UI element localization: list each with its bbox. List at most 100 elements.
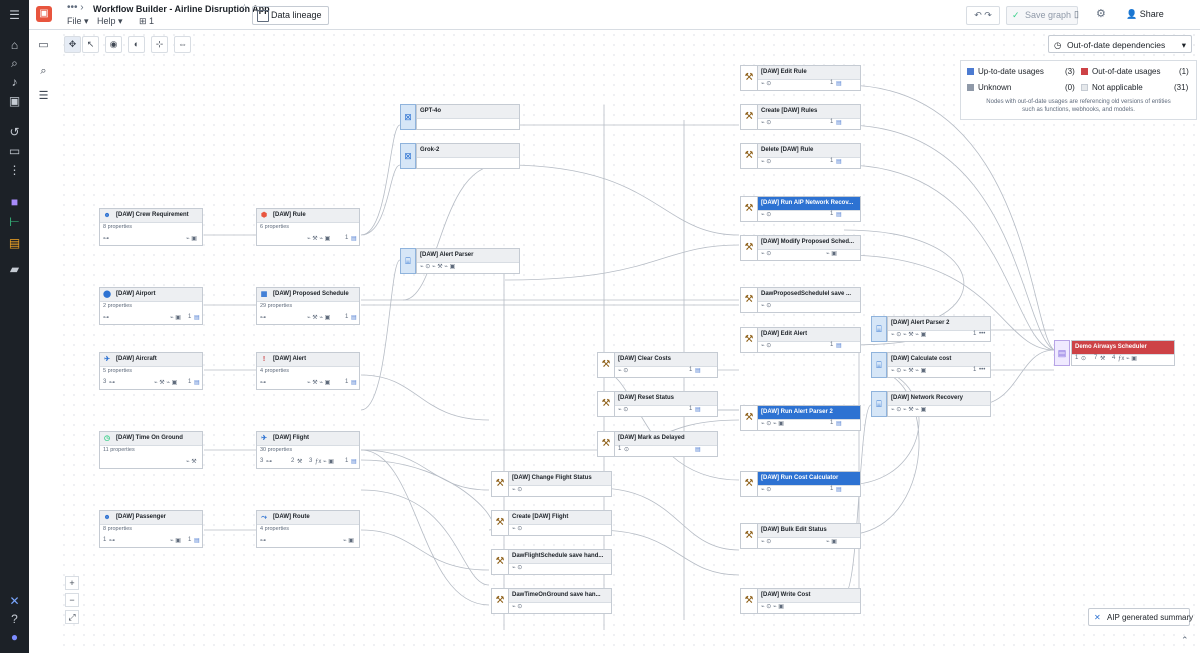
history-icon[interactable]: ↺ [9, 125, 20, 139]
node-count: 1 [689, 367, 693, 373]
action-node-time-on-ground-save[interactable]: DawTimeOnGround save han... ⌁ ⊙ [508, 588, 612, 614]
action-node-run-cost-calculator[interactable]: [DAW] Run Cost Calculator ⌁ ⊙1▤ [757, 471, 861, 497]
open-folder-icon[interactable]: ▰ [9, 262, 20, 276]
legend-unknown[interactable]: Unknown [967, 83, 1011, 92]
color-tool-button[interactable]: ◐ [128, 36, 145, 53]
object-node-proposed-schedule[interactable]: ▦[DAW] Proposed Schedule 29 properties ⊶… [256, 287, 360, 325]
object-node-rule[interactable]: ⬢[DAW] Rule 6 properties ⌁ ⚒ ⌁ ▣1▤ [256, 208, 360, 246]
delete-icon[interactable]: ▯ [1074, 9, 1079, 19]
node-count: 4 [1112, 355, 1116, 361]
workflow-builder-icon[interactable]: ▤ [8, 236, 21, 250]
aip-icon[interactable]: ✕ [9, 594, 20, 608]
folder-icon[interactable]: ▭ [8, 144, 21, 158]
layout-tool-button[interactable]: ⊹ [151, 36, 168, 53]
collapse-icon[interactable]: ⌃ [1181, 635, 1189, 645]
file-menu[interactable]: File ▾ [67, 16, 89, 26]
grid-icon[interactable]: ⋮ [8, 163, 21, 177]
link-icon: ⊶ [103, 315, 109, 321]
action-node-mark-as-delayed[interactable]: [DAW] Mark as Delayed 1⊙▤ [614, 431, 718, 457]
legend-out-of-date[interactable]: Out-of-date usages [1081, 67, 1160, 76]
action-node-modify-proposed-schedule[interactable]: [DAW] Modify Proposed Sched... ⌁ ⊙⌁ ▣ [757, 235, 861, 261]
object-node-passenger[interactable]: ☻[DAW] Passenger 8 properties 1⊶⌁ ▣1▤ [99, 510, 203, 548]
zoom-in-button[interactable]: + [65, 576, 79, 590]
action-node-clear-costs[interactable]: [DAW] Clear Costs ⌁ ⊙1▤ [614, 352, 718, 378]
select-tool-button[interactable]: ↖ [82, 36, 99, 53]
action-node-bulk-edit-status[interactable]: [DAW] Bulk Edit Status ⌁ ⊙⌁ ▣ [757, 523, 861, 549]
action-node-flight-schedule-save[interactable]: DawFlightSchedule save hand... ⌁ ⊙ [508, 549, 612, 575]
action-node-run-aip-network-recovery[interactable]: [DAW] Run AIP Network Recov... ⌁ ⊙1▤ [757, 196, 861, 222]
node-count: 1 [345, 314, 349, 320]
object-node-crew[interactable]: ☻[DAW] Crew Requirement 8 properties ⊶⌁ … [99, 208, 203, 246]
function-node-network-recovery[interactable]: [DAW] Network Recovery ⌁ ⊙ ⌁ ⚒ ⌁ ▣ [887, 391, 991, 417]
action-icon: ⚒ [491, 471, 509, 497]
function-node-calculate-cost[interactable]: [DAW] Calculate cost ⌁ ⊙ ⌁ ⚒ ⌁ ▣1••• [887, 352, 991, 378]
connect-tool-button[interactable]: ⇔ [174, 36, 191, 53]
model-node-grok[interactable]: Grok-2 [416, 143, 520, 169]
app-icon-purple[interactable]: ■ [10, 195, 19, 209]
star-icon[interactable]: ☆ [240, 3, 249, 14]
legend-up-to-date[interactable]: Up-to-date usages [967, 67, 1044, 76]
action-node-change-flight-status[interactable]: [DAW] Change Flight Status ⌁ ⊙ [508, 471, 612, 497]
undo-redo-group[interactable]: ↶ ↷ [966, 6, 1000, 25]
shield-icon: ⬢ [260, 212, 268, 219]
share-button[interactable]: 👤 Share [1126, 9, 1164, 19]
avatar[interactable]: ● [10, 630, 19, 644]
layout-icon[interactable]: ▭ [38, 39, 49, 51]
search-icon[interactable]: ⌕ [40, 65, 47, 77]
table-icon: ▤ [836, 487, 842, 493]
aip-summary-button[interactable]: ✕AIP generated summary [1088, 608, 1193, 626]
fit-view-button[interactable]: ⤢ [65, 610, 79, 624]
action-node-delete-rule[interactable]: Delete [DAW] Rule ⌁ ⊙1▤ [757, 143, 861, 169]
object-node-alert[interactable]: ![DAW] Alert 4 properties ⊶⌁ ⚒ ⌁ ▣1▤ [256, 352, 360, 390]
list-icon[interactable]: ☰ [38, 90, 49, 102]
focus-tool-button[interactable]: ◉ [105, 36, 122, 53]
function-node-alert-parser-2[interactable]: [DAW] Alert Parser 2 ⌁ ⊙ ⌁ ⚒ ⌁ ▣1••• [887, 316, 991, 342]
action-node-edit-alert[interactable]: [DAW] Edit Alert ⌁ ⊙1▤ [757, 327, 861, 353]
dependency-select[interactable]: ◷ Out-of-date dependencies ▾ [1048, 35, 1192, 53]
object-node-route[interactable]: ⤳[DAW] Route 4 properties ⊶⌁ ▣ [256, 510, 360, 548]
model-node-gpt[interactable]: GPT-4o [416, 104, 520, 130]
more-icon[interactable]: ••• › [67, 2, 84, 13]
person-icon: ☻ [103, 212, 111, 219]
action-node-proposed-schedule-save[interactable]: DawProposedScheduleI save ... ⌁ ⊙ [757, 287, 861, 313]
pin-icon: ⬤ [103, 291, 111, 298]
action-icon: ⌁ ⊙ [761, 159, 772, 165]
save-graph-button[interactable]: ✓Save graph [1006, 6, 1079, 25]
apps-icon[interactable]: ▣ [8, 94, 21, 108]
object-node-aircraft[interactable]: ✈[DAW] Aircraft 5 properties 3⊶⌁ ⚒ ⌁ ▣1▤ [99, 352, 203, 390]
graph-canvas[interactable]: ✥ ↖ ◉ ◐ ⊹ ⇔ ◷ Out-of-date dependencies ▾… [59, 30, 1200, 653]
action-icon: ⚒ [297, 459, 303, 465]
data-lineage-button[interactable]: Data lineage [252, 6, 329, 25]
object-node-time-on-ground[interactable]: ◷[DAW] Time On Ground 11 properties ⌁ ⚒ [99, 431, 203, 469]
search-icon[interactable]: ⌕ [11, 56, 18, 70]
action-icon: ⚒ [491, 510, 509, 536]
function-node-alert-parser[interactable]: [DAW] Alert Parser ⌁ ⊙ ⌁ ⚒ ⌁ ▣ [416, 248, 520, 274]
action-node-reset-status[interactable]: [DAW] Reset Status ⌁ ⊙1▤ [614, 391, 718, 417]
action-node-run-alert-parser-2[interactable]: [DAW] Run Alert Parser 2 ⌁ ⊙ ⌁ ▣1▤ [757, 405, 861, 431]
action-node-create-rules[interactable]: Create [DAW] Rules ⌁ ⊙1▤ [757, 104, 861, 130]
function-icon: ⌸ [871, 352, 887, 378]
action-icon: ⌁ ⊙ ⌁ ⚒ ⌁ ▣ [891, 368, 927, 374]
expand-icon[interactable]: ☰ [9, 8, 20, 22]
notifications-icon[interactable]: ♪ [11, 75, 18, 89]
action-icon: ⌁ ⊙ ⌁ ▣ [761, 421, 784, 427]
action-icon: ⌁ ⊙ [761, 251, 772, 257]
help-icon[interactable]: ? [11, 612, 18, 626]
help-menu[interactable]: Help ▾ [97, 16, 123, 26]
action-node-write-cost[interactable]: [DAW] Write Cost ⌁ ⊙ ⌁ ▣ [757, 588, 861, 614]
gear-icon[interactable]: ⚙ [1096, 8, 1106, 20]
action-node-create-flight[interactable]: Create [DAW] Flight ⌁ ⊙ [508, 510, 612, 536]
legend-not-applicable[interactable]: Not applicable [1081, 83, 1143, 92]
home-icon[interactable]: ⌂ [10, 38, 19, 52]
node-properties: 4 properties [260, 368, 290, 374]
action-node-edit-rule[interactable]: [DAW] Edit Rule ⌁ ⊙1▤ [757, 65, 861, 91]
object-node-airport[interactable]: ⬤[DAW] Airport 2 properties ⊶⌁ ▣1▤ [99, 287, 203, 325]
pan-tool-button[interactable]: ✥ [64, 36, 81, 53]
zoom-out-button[interactable]: − [65, 593, 79, 607]
node-count: 1 [830, 119, 834, 125]
node-count: 1 [1075, 355, 1079, 361]
app-icon-green[interactable]: ⊢ [9, 215, 20, 229]
clock-icon: ◷ [103, 435, 111, 442]
